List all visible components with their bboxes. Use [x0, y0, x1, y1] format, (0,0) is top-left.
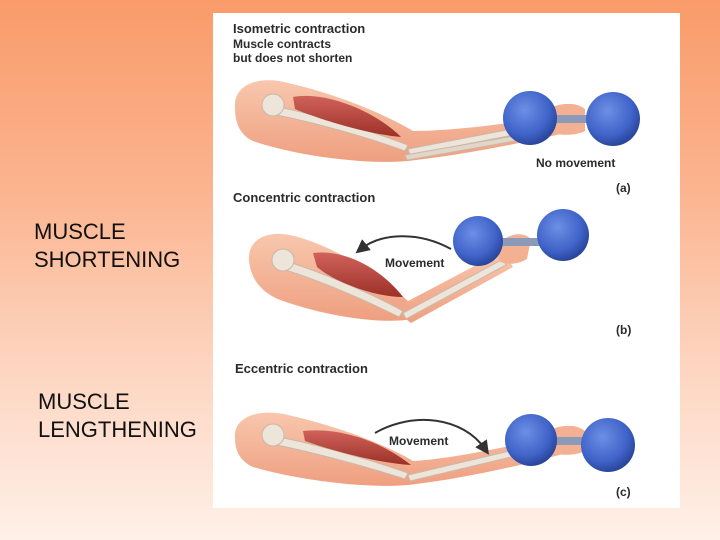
panel-eccentric: Eccentric contraction Movement [234, 361, 635, 499]
contraction-figure-svg: Isometric contraction Muscle contracts b… [233, 21, 640, 499]
label-muscle-shortening: MUSCLE SHORTENING [34, 219, 181, 272]
arm-illustration-isometric [234, 80, 640, 162]
curved-arrow-icon [374, 418, 489, 455]
panel-c-annotation: Movement [389, 434, 448, 448]
label-muscle-lengthening: MUSCLE LENGTHENING [38, 389, 197, 442]
panel-c-title: Eccentric contraction [235, 361, 368, 376]
panel-a-subtitle-line1: Muscle contracts [233, 37, 331, 51]
arm-illustration-concentric [248, 209, 589, 323]
panel-concentric: Concentric contraction [233, 190, 631, 337]
panel-isometric: Isometric contraction Muscle contracts b… [233, 21, 640, 195]
panel-a-subtitle-line2: but does not shorten [233, 51, 352, 65]
panel-a-letter: (a) [616, 181, 631, 195]
panel-c-letter: (c) [616, 485, 631, 499]
panel-a-annotation: No movement [536, 156, 615, 170]
panel-b-annotation: Movement [385, 256, 444, 270]
arm-illustration-eccentric [234, 412, 635, 486]
panel-a-title: Isometric contraction [233, 21, 365, 36]
curved-arrow-icon [355, 235, 452, 254]
panel-b-title: Concentric contraction [233, 190, 375, 205]
contraction-figure: Isometric contraction Muscle contracts b… [213, 13, 680, 508]
panel-b-letter: (b) [616, 323, 631, 337]
